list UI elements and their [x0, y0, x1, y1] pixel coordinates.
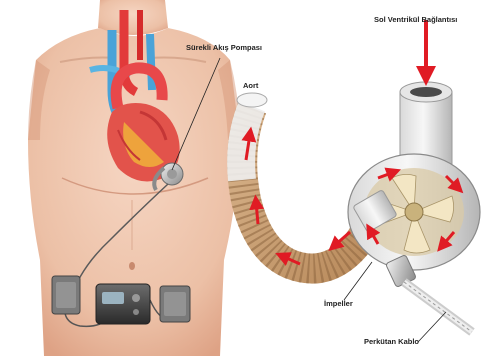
lv-connection-label: Sol Ventrikül Bağlantısı [374, 15, 457, 24]
pump-label: Sürekli Akış Pompası [186, 43, 262, 52]
impeller-label: İmpeller [324, 299, 353, 308]
pump-housing [348, 82, 480, 270]
aorta-label: Aort [243, 81, 259, 90]
cable-label: Perkütan Kablo [364, 337, 419, 346]
